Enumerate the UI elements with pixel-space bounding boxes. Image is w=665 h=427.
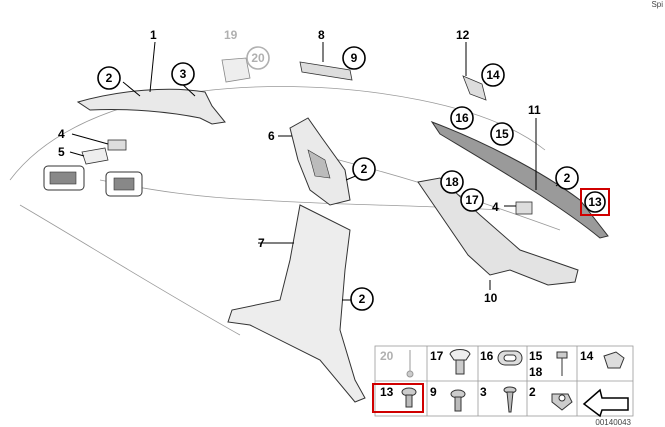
fastener-2-icon	[551, 393, 573, 411]
fastener-14-icon	[603, 351, 625, 369]
callout-20: 20	[246, 46, 270, 70]
fastener-16-icon	[497, 350, 523, 366]
label-5: 5	[58, 145, 65, 159]
label-11: 11	[528, 103, 541, 117]
fastener-3-icon	[503, 386, 517, 413]
svg-text:2: 2	[359, 292, 366, 306]
callout-2-top: 2	[97, 66, 121, 90]
callout-15: 15	[490, 122, 514, 146]
legend-18: 18	[529, 365, 543, 379]
fastener-legend: 20 17 16 15 18 14 13 9 3 2	[372, 345, 634, 418]
svg-text:2: 2	[106, 71, 113, 85]
callout-13-highlighted: 13	[580, 188, 610, 216]
legend-17: 17	[430, 349, 444, 363]
part-8-rail	[299, 61, 353, 81]
callout-9: 9	[342, 46, 366, 70]
label-7: 7	[258, 236, 265, 250]
fastener-20-icon	[406, 350, 414, 378]
part-12-clip	[462, 75, 487, 101]
part-4-clip	[107, 139, 127, 151]
callout-17: 17	[460, 188, 484, 212]
fastener-13-icon	[401, 387, 417, 408]
svg-text:15: 15	[495, 127, 509, 141]
fastener-17-icon	[449, 349, 471, 375]
legend-13-highlight	[372, 383, 424, 413]
label-6: 6	[268, 129, 275, 143]
svg-text:9: 9	[351, 51, 358, 65]
part-5-cover	[81, 147, 109, 165]
svg-text:2: 2	[361, 162, 368, 176]
diagram-id: 00140043	[595, 418, 631, 427]
svg-text:17: 17	[465, 193, 479, 207]
part-11-trim	[430, 120, 609, 239]
legend-14: 14	[580, 349, 594, 363]
svg-text:14: 14	[486, 68, 500, 82]
callout-16: 16	[450, 106, 474, 130]
svg-text:2: 2	[564, 171, 571, 185]
legend-15: 15	[529, 349, 543, 363]
callout-2-middle: 2	[352, 157, 376, 181]
legend-2: 2	[529, 385, 536, 399]
label-4-left: 4	[58, 127, 65, 141]
label-8: 8	[318, 28, 325, 42]
svg-text:20: 20	[251, 51, 265, 65]
legend-3: 3	[480, 385, 487, 399]
label-4-right: 4	[492, 200, 499, 214]
legend-9: 9	[430, 385, 437, 399]
part-4-clip-right	[515, 201, 533, 215]
callout-2-right: 2	[555, 166, 579, 190]
callout-18: 18	[440, 170, 464, 194]
legend-13: 13	[380, 385, 394, 399]
fastener-9-icon	[450, 389, 466, 412]
svg-text:3: 3	[180, 67, 187, 81]
callout-14: 14	[481, 63, 505, 87]
svg-text:13: 13	[588, 195, 602, 209]
corner-text: Spi	[651, 0, 663, 9]
part-19-bracket	[221, 57, 251, 83]
part-1-trim	[76, 88, 226, 125]
label-12: 12	[456, 28, 470, 42]
part-7-pillar-lower	[227, 204, 366, 403]
legend-20: 20	[380, 349, 394, 363]
legend-16: 16	[480, 349, 494, 363]
label-10: 10	[484, 291, 498, 305]
svg-text:18: 18	[445, 175, 459, 189]
label-1: 1	[150, 28, 157, 42]
label-19: 19	[224, 28, 238, 42]
callout-3: 3	[171, 62, 195, 86]
svg-text:16: 16	[455, 111, 469, 125]
callout-2-bottom: 2	[350, 287, 374, 311]
direction-arrow-icon	[582, 388, 629, 418]
fastener-15-icon	[556, 351, 568, 376]
